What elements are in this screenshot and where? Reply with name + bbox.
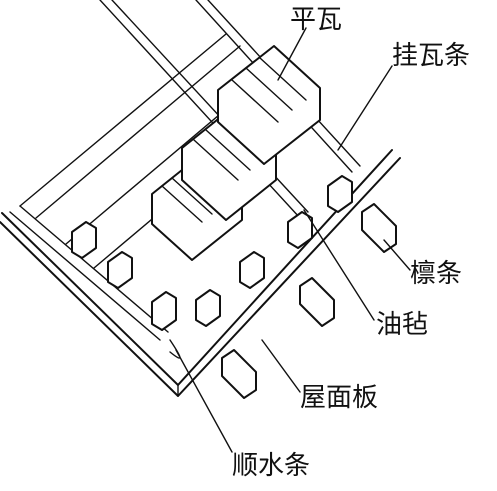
label-flat-tile: 平瓦 <box>290 5 342 35</box>
roof-board <box>0 149 401 397</box>
label-felt: 油毡 <box>376 310 428 340</box>
label-purlin: 檩条 <box>410 259 462 289</box>
purlins <box>71 175 397 399</box>
label-tile-batten: 挂瓦条 <box>392 41 470 71</box>
leader-lines <box>169 27 411 453</box>
flat-tiles <box>151 45 321 261</box>
label-roof-board: 屋面板 <box>300 383 378 413</box>
label-counter-batten: 顺水条 <box>232 451 310 481</box>
